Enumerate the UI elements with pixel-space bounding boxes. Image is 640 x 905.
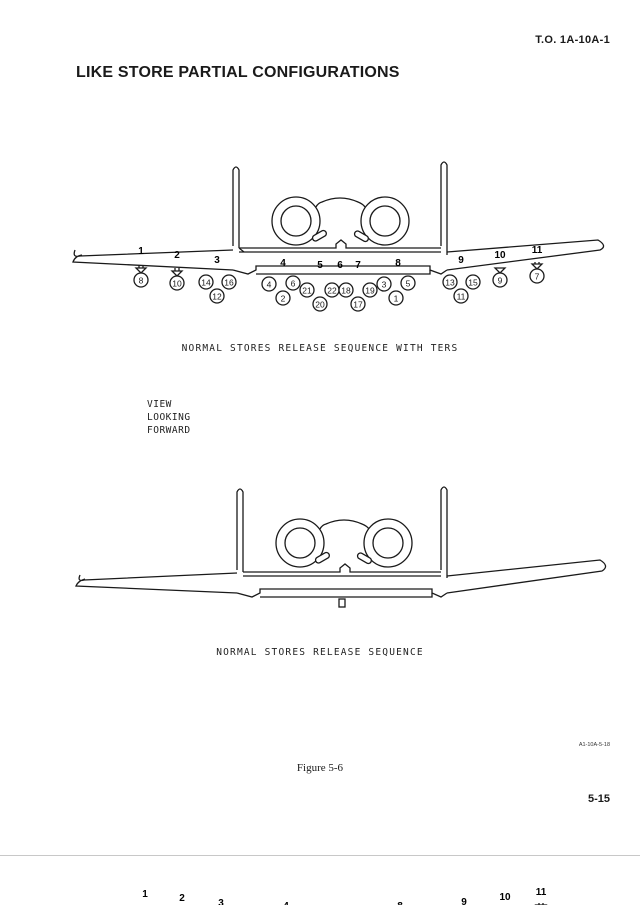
sequence-number-10: 10 xyxy=(172,279,182,289)
release-order-marker: 10 xyxy=(169,275,185,291)
release-order-marker: 6 xyxy=(285,275,301,291)
release-order-marker: 16 xyxy=(221,274,237,290)
release-order-marker: 7 xyxy=(529,268,545,284)
view-note-line: LOOKING xyxy=(147,412,191,423)
release-order-marker: 14 xyxy=(198,274,214,290)
sequence-number-7: 7 xyxy=(535,272,540,282)
release-order-marker: 9 xyxy=(492,272,508,288)
view-note-line: FORWARD xyxy=(147,425,191,436)
sequence-number-16: 16 xyxy=(224,278,234,288)
sequence-number-21: 21 xyxy=(302,286,312,296)
sequence-number-11: 11 xyxy=(457,292,466,302)
sequence-number-5: 5 xyxy=(406,279,411,289)
release-order-marker: 12 xyxy=(209,288,225,304)
station-label-10: 10 xyxy=(499,892,511,903)
station-label-1: 1 xyxy=(142,889,148,900)
station-label-11: 11 xyxy=(532,245,543,256)
release-order-marker: 15 xyxy=(465,274,481,290)
sequence-number-14: 14 xyxy=(201,278,211,288)
station-label-9: 9 xyxy=(461,897,467,905)
aircraft-outline xyxy=(72,161,605,275)
aircraft-outline xyxy=(75,486,607,608)
release-order-marker: 22 xyxy=(324,282,340,298)
station-label-2: 2 xyxy=(174,250,180,261)
ters-diagram-caption: NORMAL STORES RELEASE SEQUENCE WITH TERS xyxy=(181,343,459,354)
release-order-marker: 18 xyxy=(338,282,354,298)
sequence-number-6: 6 xyxy=(291,279,296,289)
sequence-number-17: 17 xyxy=(353,300,363,310)
station-label-7: 7 xyxy=(355,260,361,271)
release-order-marker: 20 xyxy=(312,296,328,312)
sequence-number-8: 8 xyxy=(139,276,144,286)
station-label-3: 3 xyxy=(214,255,220,266)
station-label-2: 2 xyxy=(179,893,185,904)
sequence-number-9: 9 xyxy=(498,276,503,286)
station-label-8: 8 xyxy=(397,901,403,905)
station-label-6: 6 xyxy=(337,260,343,271)
figure-label: Figure 5-6 xyxy=(296,762,344,774)
station-label-9: 9 xyxy=(458,255,464,266)
art-code: A1-10A-5-18 xyxy=(578,742,610,748)
release-order-marker: 2 xyxy=(275,290,291,306)
sequence-number-18: 18 xyxy=(341,286,351,296)
sequence-number-15: 15 xyxy=(468,278,478,288)
station-label-3: 3 xyxy=(218,898,224,905)
release-order-marker: 3 xyxy=(376,276,392,292)
release-order-marker: 17 xyxy=(350,296,366,312)
station-label-8: 8 xyxy=(395,258,401,269)
page-title: LIKE STORE PARTIAL CONFIGURATIONS xyxy=(76,64,400,81)
release-order-marker: 21 xyxy=(299,282,315,298)
view-note-line: VIEW xyxy=(147,399,172,410)
document-id: T.O. 1A-10A-1 xyxy=(535,34,610,46)
release-order-marker: 4 xyxy=(261,276,277,292)
release-order-marker: 5 xyxy=(400,275,416,291)
station-label-4: 4 xyxy=(280,258,286,269)
release-order-marker: 8 xyxy=(133,272,149,288)
sequence-number-4: 4 xyxy=(267,280,272,290)
release-order-marker: 13 xyxy=(442,274,458,290)
page-divider xyxy=(0,855,640,856)
sequence-number-2: 2 xyxy=(281,294,286,304)
sequence-number-3: 3 xyxy=(382,280,387,290)
sequence-number-19: 19 xyxy=(365,286,375,296)
sequence-number-12: 12 xyxy=(212,292,222,302)
station-label-1: 1 xyxy=(138,246,144,257)
sequence-number-20: 20 xyxy=(315,300,325,310)
view-direction-note: VIEW LOOKING FORWARD xyxy=(147,398,191,437)
normal-diagram-caption: NORMAL STORES RELEASE SEQUENCE xyxy=(216,647,424,658)
station-label-11: 11 xyxy=(536,887,547,898)
page-number: 5-15 xyxy=(587,793,610,805)
sequence-number-22: 22 xyxy=(327,286,337,296)
station-label-10: 10 xyxy=(494,250,506,261)
station-label-5: 5 xyxy=(317,260,323,271)
release-order-marker: 1 xyxy=(388,290,404,306)
station-label-4: 4 xyxy=(283,901,289,905)
release-order-marker: 11 xyxy=(453,288,469,304)
sequence-number-13: 13 xyxy=(445,278,455,288)
sequence-number-1: 1 xyxy=(394,294,399,304)
release-order-marker: 19 xyxy=(362,282,378,298)
